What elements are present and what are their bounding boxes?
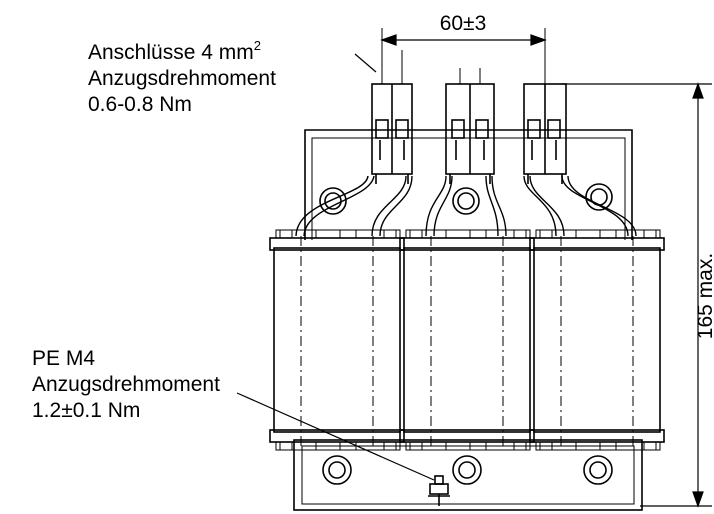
wire-leads — [295, 175, 637, 237]
terminal-center-lines — [381, 28, 546, 84]
dimension-width — [380, 34, 547, 46]
upper-mounting-hole-center — [452, 187, 480, 215]
terminal-note-line1: Anschlüsse 4 mm2 — [88, 38, 261, 64]
pe-bolt — [428, 475, 450, 506]
dimension-height — [562, 82, 712, 508]
terminal-block-left — [371, 83, 413, 184]
dimension-height-label: 165 max. — [694, 253, 714, 339]
coil-clamp-teeth — [275, 229, 661, 451]
terminal-note-superscript: 2 — [253, 38, 261, 53]
pe-note-line1: PE M4 — [32, 347, 96, 370]
pe-note: PE M4 Anzugsdrehmoment 1.2±0.1 Nm — [32, 346, 220, 424]
upper-bracket — [304, 129, 633, 240]
terminal-block-right — [523, 83, 567, 184]
lower-mounting-hole-right — [583, 455, 613, 485]
terminal-note: Anschlüsse 4 mm2 Anzugsdrehmoment 0.6-0.… — [88, 38, 276, 118]
coil-right — [529, 236, 665, 448]
leader-lines — [236, 53, 435, 481]
coil-left — [269, 236, 405, 448]
pe-note-line3: 1.2±0.1 Nm — [32, 399, 141, 422]
lower-bracket — [293, 439, 643, 511]
upper-mounting-hole-left — [319, 187, 347, 215]
pe-note-line2: Anzugsdrehmoment — [32, 373, 220, 396]
dimension-width-label: 60±3 — [440, 12, 487, 35]
terminal-note-line3: 0.6-0.8 Nm — [88, 93, 192, 116]
terminal-note-line2: Anzugsdrehmoment — [88, 67, 276, 90]
lower-mounting-hole-left — [322, 455, 352, 485]
lower-mounting-hole-center — [452, 455, 482, 485]
terminal-block-center — [445, 83, 495, 184]
coil-center — [399, 236, 535, 448]
